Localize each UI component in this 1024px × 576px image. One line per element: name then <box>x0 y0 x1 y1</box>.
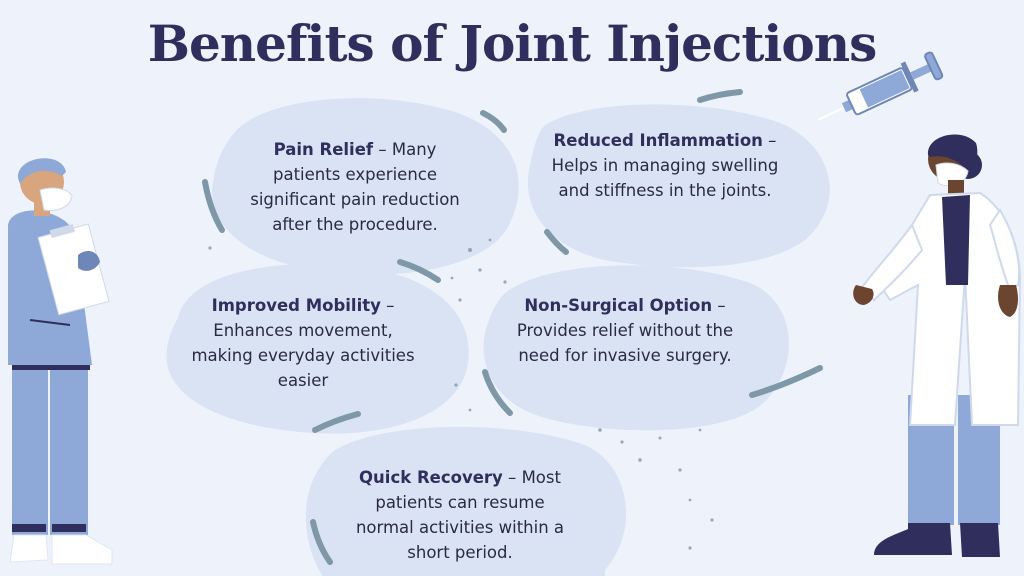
nurse-with-clipboard-icon <box>8 158 113 565</box>
card-blob-non-surgical-option <box>483 265 789 431</box>
card-body: Most patients can resume normal activiti… <box>355 468 565 562</box>
card-pain-relief: Pain Relief – Many patients experience s… <box>250 140 460 234</box>
doctor-in-white-coat-icon <box>853 134 1022 557</box>
card-body: Many patients experience significant pai… <box>250 140 460 234</box>
card-heading: Reduced Inflammation <box>553 131 763 150</box>
page-title: Benefits of Joint Injections <box>147 14 878 73</box>
card-body: Helps in managing swelling and stiffness… <box>551 156 779 200</box>
card-heading: Improved Mobility <box>211 296 381 315</box>
card-blob-quick-recovery <box>305 426 626 576</box>
syringe-icon <box>818 51 944 121</box>
card-body: Provides relief without the need for inv… <box>516 321 734 365</box>
card-heading: Quick Recovery <box>359 468 503 487</box>
card-quick-recovery: Quick Recovery – Most patients can resum… <box>355 468 565 562</box>
card-blob-reduced-inflammation <box>527 104 830 268</box>
card-improved-mobility: Improved Mobility – Enhances movement, m… <box>191 296 415 390</box>
card-body: Enhances movement, making everyday activ… <box>191 321 415 390</box>
card-heading: Non-Surgical Option <box>524 296 713 315</box>
card-blob-pain-relief <box>211 98 519 275</box>
card-heading: Pain Relief <box>273 140 374 159</box>
card-non-surgical-option: Non-Surgical Option – Provides relief wi… <box>516 296 734 365</box>
card-blob-improved-mobility <box>166 263 469 434</box>
card-reduced-inflammation: Reduced Inflammation – Helps in managing… <box>551 131 779 200</box>
